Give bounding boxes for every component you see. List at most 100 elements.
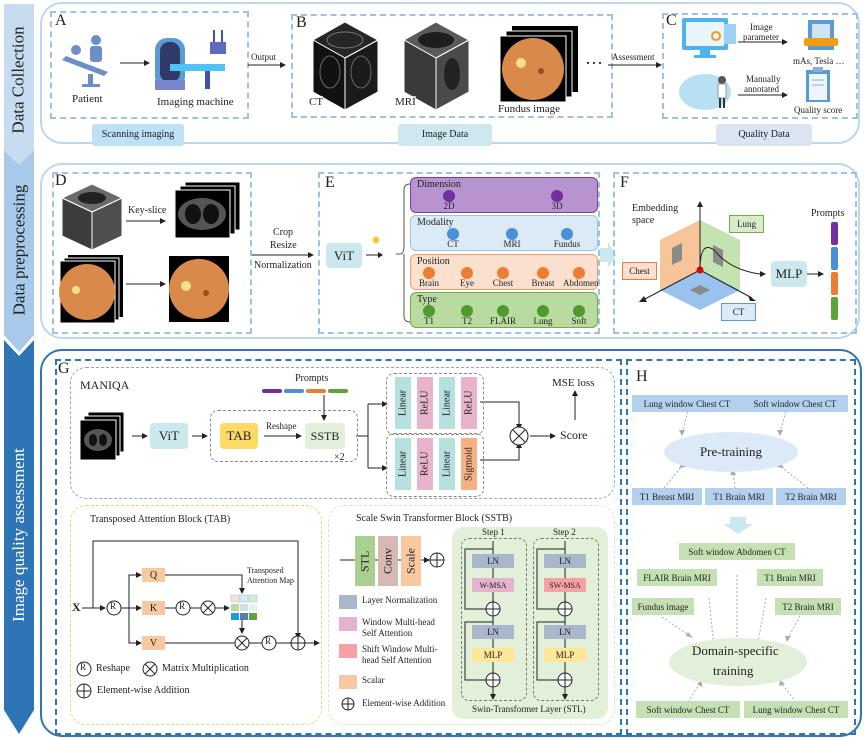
panel-g	[55, 359, 622, 735]
stage-text: Data preprocessing	[9, 184, 29, 316]
stl-box: STL	[355, 536, 375, 586]
domain-source: Lung window Chest CT	[744, 701, 848, 718]
imaging-machine-label: Imaging machine	[157, 96, 234, 108]
legend-swatch	[339, 675, 357, 689]
domain-line1: Domain-specific	[692, 643, 779, 658]
attribute-item: T1	[424, 316, 434, 326]
arrow	[738, 39, 788, 45]
computer-icon	[682, 18, 736, 58]
legend-label: Layer Normalization	[362, 595, 438, 605]
attribute-dot	[573, 267, 585, 279]
panel-d	[52, 172, 252, 334]
attribute-item: 2D	[443, 201, 455, 211]
ln-box: LN	[544, 554, 586, 568]
prompts-label: Prompts	[295, 373, 329, 384]
branch-1	[386, 373, 484, 435]
image-data-caption: Image Data	[398, 124, 492, 146]
domain-line2: training	[713, 663, 754, 678]
attribute-item: MRI	[503, 239, 521, 249]
pretrain-source: Lung window Chest CT	[632, 395, 742, 412]
attribute-dot	[461, 305, 473, 317]
attn-map-line2: Attention Map	[247, 576, 294, 585]
reshape-symbol: R	[110, 601, 117, 611]
attribute-item: Lung	[533, 316, 553, 326]
arrow	[120, 60, 150, 66]
domain-training-node	[669, 638, 807, 686]
ln-box: LN	[472, 554, 514, 568]
pretrain-source: T1 Breast MRI	[632, 488, 702, 505]
maniqa-frame	[70, 367, 615, 499]
mlp-box: MLP	[771, 261, 807, 287]
assessment-label: Assessment	[612, 52, 655, 62]
layer-sigmoid: Sigmoid	[461, 438, 477, 490]
panel-h-letter: H	[636, 368, 648, 385]
vit-box: ViT	[150, 423, 188, 449]
attribute-item: FLAIR	[489, 316, 516, 326]
step-1-label: Step 1	[482, 527, 505, 537]
conv-box: Conv	[378, 536, 398, 586]
param-line1: Image	[750, 22, 773, 32]
scanning-imaging-caption: Scanning imaging	[92, 124, 184, 146]
panel-d-letter: D	[55, 172, 67, 189]
layer-linear: Linear	[439, 438, 455, 490]
mri-cube-image	[402, 21, 471, 111]
repeat-label: ×2	[334, 452, 345, 463]
sstb-legend-add: Element-wise Addition	[362, 698, 446, 708]
reshape-symbol: R	[265, 636, 272, 646]
prompt-bar	[284, 389, 304, 393]
prompt-segment	[831, 247, 838, 270]
patient-label: Patient	[72, 93, 103, 105]
ct-cube-image	[311, 21, 380, 111]
ct-label: CT	[309, 96, 324, 108]
stl-caption: Swin-Transformer Layer (STL)	[472, 704, 586, 714]
fundus-stack-image	[499, 26, 578, 103]
layer-linear: Linear	[395, 438, 411, 490]
step-1-frame	[461, 538, 527, 701]
embedding-line2: space	[632, 215, 655, 226]
reshape-symbol: R	[179, 601, 186, 611]
fundus-processed-image	[169, 256, 229, 322]
pretrain-source: T2 Brain MRI	[776, 488, 846, 505]
tab-sstb-group	[210, 410, 358, 462]
attribute-item: Abdomen	[563, 278, 599, 288]
attribute-item: Eye	[460, 278, 474, 288]
manual-line2: annotated	[744, 84, 779, 94]
panel-h-flow	[661, 403, 809, 703]
legend-label: Window Multi-head Self Attention	[362, 617, 435, 638]
wmsa-box: W-MSA	[472, 578, 514, 592]
step-2-frame	[533, 538, 599, 701]
fundus-label: Fundus image	[498, 103, 561, 115]
attribute-dot	[447, 228, 459, 240]
doctor-annotation-icon	[679, 74, 731, 110]
clipboard-icon	[806, 67, 830, 102]
attribute-item: Fundus	[553, 239, 581, 249]
panel-c-letter: C	[666, 12, 677, 29]
preprocess-arrow	[252, 252, 314, 258]
prompt-bar	[328, 389, 348, 393]
stage-label-assessment: Image quality assessment	[4, 360, 34, 710]
layer-relu: ReLU	[417, 377, 433, 429]
vit-box: ViT	[326, 243, 362, 268]
pretrain-source: Soft window Chest CT	[742, 395, 848, 412]
keyslice-arrow	[126, 218, 166, 224]
sstb-box: SSTB	[305, 423, 345, 449]
swmsa-box: SW-MSA	[544, 578, 586, 592]
reshape-symbol: R	[80, 662, 87, 672]
panel-a-letter: A	[55, 12, 67, 29]
attribute-dot	[461, 267, 473, 279]
report-icon	[804, 20, 838, 50]
domain-source: T1 Brain MRI	[757, 569, 823, 586]
assessment-arrow	[608, 62, 662, 68]
domain-source: FLAIR Brain MRI	[637, 569, 717, 586]
down-arrow	[723, 517, 753, 534]
legend-label: Shift Window Multi-head Self Attention	[362, 644, 438, 665]
attribute-dot	[497, 267, 509, 279]
prompt-segment	[831, 272, 838, 295]
ln-box: LN	[472, 625, 514, 639]
legend-reshape: Reshape	[96, 663, 130, 674]
layer-linear: Linear	[439, 377, 455, 429]
chest-tag: Chest	[622, 262, 657, 280]
stage-arrow-collection	[4, 4, 34, 165]
